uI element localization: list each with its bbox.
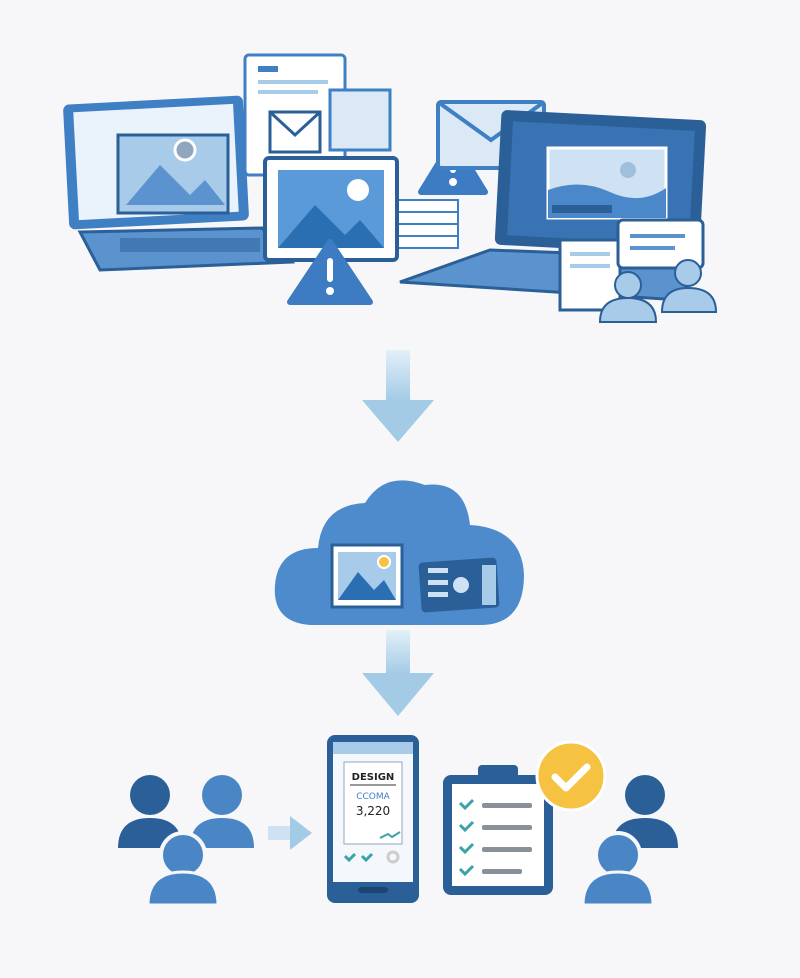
video-icon: [418, 557, 500, 613]
check-badge-icon: [535, 740, 607, 812]
phone-icon: DESIGN CCOMA 3,220: [327, 735, 419, 903]
envelope-icon: [268, 88, 392, 154]
user-icon: [598, 259, 718, 323]
phone-title: DESIGN: [352, 772, 395, 783]
chat-icon: [558, 218, 705, 312]
warning-icon: [287, 239, 373, 305]
image-icon: [263, 156, 399, 262]
phone-subtitle: CCOMA: [356, 792, 390, 802]
arrow-down-icon: [362, 350, 434, 442]
user-group-icon: [118, 775, 254, 907]
page-stack-icon: [387, 199, 459, 249]
arrow-right-icon: [268, 816, 312, 850]
image-icon: [330, 543, 404, 609]
arrow-down-icon: [362, 630, 434, 716]
phone-value: 3,220: [356, 804, 390, 818]
clipboard-checklist-icon: [443, 765, 553, 895]
user-group-icon: [581, 775, 678, 907]
